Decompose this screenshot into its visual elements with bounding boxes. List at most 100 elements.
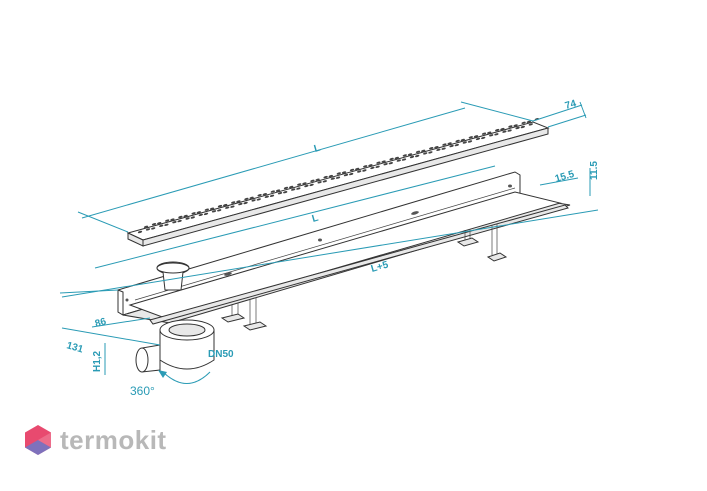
grate-hole (528, 123, 533, 126)
grate-hole (421, 149, 426, 152)
grate-hole (500, 127, 505, 131)
dim-overall-length: L+5 (370, 259, 390, 275)
grate-hole (388, 162, 393, 165)
grate-hole (389, 157, 394, 161)
grate-hole (396, 159, 401, 162)
hexagon-logo-icon (25, 425, 51, 455)
grate-hole (455, 139, 460, 143)
dim-outlet-height: H1,2 (92, 350, 103, 372)
grate-hole (203, 212, 209, 216)
grate-hole (145, 228, 151, 231)
grate-hole (442, 143, 447, 146)
grate-hole (225, 206, 230, 209)
grate-hole (270, 190, 275, 193)
channel-body (117, 171, 571, 325)
grate-hole (473, 135, 479, 138)
grate-hole (196, 211, 201, 214)
grate-hole (204, 208, 209, 211)
grate-hole (335, 176, 341, 179)
grate-hole (251, 199, 256, 202)
grate-hole (236, 200, 241, 203)
grate-hole (429, 147, 434, 150)
grate (126, 118, 550, 247)
grate-hole (441, 147, 446, 150)
dim-channel-length: L (311, 213, 320, 225)
grate-hole (402, 154, 407, 157)
grate-hole (249, 196, 254, 199)
grate-hole (223, 203, 228, 207)
grate-hole (297, 183, 302, 186)
grate-hole (275, 189, 281, 192)
grate-hole (309, 183, 314, 187)
grate-hole (310, 179, 315, 182)
grate-hole (415, 154, 420, 158)
grate-hole (423, 152, 428, 155)
dim-channel-width: 86 (94, 316, 108, 330)
grate-hole (238, 202, 243, 206)
grate-hole (357, 170, 362, 173)
grate-hole (428, 151, 433, 154)
dimension-lines (59, 101, 599, 375)
grate-hole (164, 223, 169, 226)
grate-hole (317, 181, 322, 184)
grate-perforation (137, 118, 539, 234)
grate-hole (370, 166, 375, 170)
grate-hole (467, 140, 473, 143)
grate-hole (322, 180, 327, 183)
grate-hole (151, 223, 157, 226)
dim-channel-height: 11.5 (589, 161, 600, 180)
grate-hole (343, 173, 349, 177)
siphon-trap (135, 319, 215, 384)
grate-hole (143, 225, 149, 228)
grate-hole (494, 133, 499, 136)
grate-hole (304, 184, 309, 188)
grate-hole (198, 213, 203, 217)
grate-hole (170, 218, 175, 221)
grate-hole (157, 222, 162, 225)
grate-hole (363, 165, 368, 168)
brand-logo: termokit (24, 424, 167, 456)
grate-hole (401, 158, 407, 161)
dim-grate-width: 74 (564, 98, 578, 112)
grate-hole (291, 188, 296, 191)
grate-hole (508, 125, 513, 128)
grate-hole (328, 174, 333, 178)
grate-hole (209, 207, 215, 210)
grate-hole (454, 143, 459, 147)
brand-name: termokit (60, 424, 167, 455)
grate-hole (495, 128, 500, 132)
grate-hole (513, 124, 518, 127)
grate-hole (244, 197, 249, 201)
grate-hole (289, 185, 294, 189)
dim-grate-length: L (313, 143, 322, 155)
grate-hole (230, 205, 235, 208)
grate-hole (190, 216, 195, 219)
grate-hole (394, 156, 399, 160)
grate-hole (481, 136, 486, 140)
grate-hole (355, 167, 360, 171)
grate-hole (330, 177, 335, 180)
grate-hole (349, 168, 355, 172)
grate-hole (151, 227, 156, 230)
grate-hole (481, 132, 487, 135)
grate-hole (269, 194, 275, 197)
grate-hole (407, 153, 413, 156)
outlet-cup (156, 261, 190, 291)
grate-hole (177, 219, 182, 223)
dim-outlet-diameter: DN50 (208, 349, 234, 360)
grate-hole (172, 221, 177, 224)
dim-flange-width: 15.5 (554, 169, 576, 185)
grate-hole (460, 138, 465, 142)
grate-hole (475, 137, 481, 141)
grate-hole (217, 209, 222, 212)
grate-hole (507, 129, 512, 132)
grate-hole (257, 194, 262, 197)
grate-hole (383, 163, 388, 166)
grate-hole (231, 201, 236, 204)
grate-hole (315, 178, 320, 181)
grate-hole (489, 134, 494, 137)
grate-hole (415, 150, 421, 153)
grate-hole (515, 126, 520, 130)
grate-hole (526, 120, 531, 123)
grate-hole (487, 131, 492, 134)
